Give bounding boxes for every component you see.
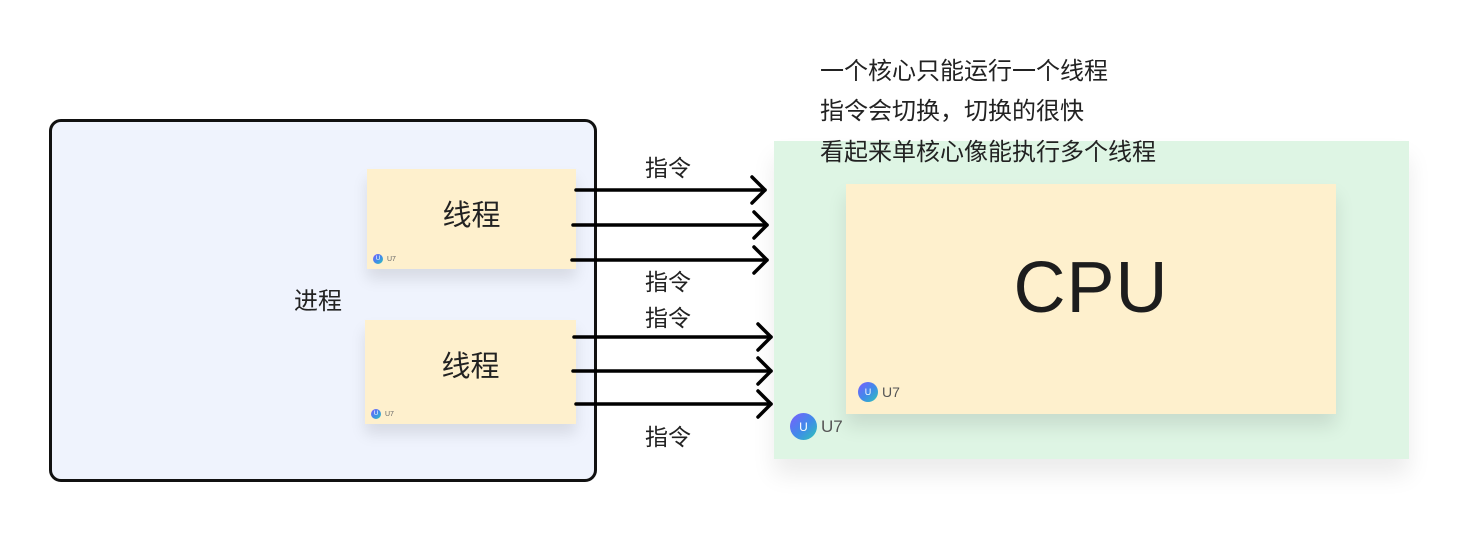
- avatar-icon: U: [790, 413, 817, 440]
- arrow-1[interactable]: [574, 175, 767, 205]
- instruction-label-2: 指令: [645, 270, 691, 296]
- thread-label: 线程: [441, 349, 500, 383]
- instruction-label-1: 指令: [645, 156, 691, 182]
- thread-label: 线程: [442, 198, 501, 232]
- arrow-6[interactable]: [574, 389, 773, 419]
- cpu-card[interactable]: CPU U U7: [846, 184, 1336, 414]
- process-label: 进程: [294, 287, 342, 315]
- arrow-3[interactable]: [570, 245, 769, 275]
- user-badge: U U7: [858, 382, 900, 402]
- note-line-2: 指令会切换，切换的很快: [820, 97, 1084, 125]
- avatar-icon: U: [373, 254, 383, 264]
- instruction-label-3: 指令: [645, 306, 691, 332]
- user-badge: U U7: [371, 409, 394, 419]
- user-badge: U U7: [373, 254, 396, 264]
- user-badge-label: U7: [387, 255, 396, 263]
- arrow-4[interactable]: [572, 322, 773, 352]
- instruction-label-4: 指令: [645, 425, 691, 451]
- note-line-1: 一个核心只能运行一个线程: [820, 57, 1108, 85]
- thread-card-2[interactable]: 线程 U U7: [365, 320, 576, 424]
- arrow-2[interactable]: [571, 210, 769, 240]
- note-line-3: 看起来单核心像能执行多个线程: [820, 138, 1156, 166]
- user-badge: U U7: [790, 413, 843, 440]
- user-badge-label: U7: [882, 384, 900, 400]
- avatar-icon: U: [858, 382, 878, 402]
- thread-card-1[interactable]: 线程 U U7: [367, 169, 576, 269]
- avatar-icon: U: [371, 409, 381, 419]
- user-badge-label: U7: [385, 410, 394, 418]
- cpu-label: CPU: [1013, 248, 1169, 328]
- arrow-5[interactable]: [571, 356, 773, 386]
- user-badge-label: U7: [821, 416, 843, 436]
